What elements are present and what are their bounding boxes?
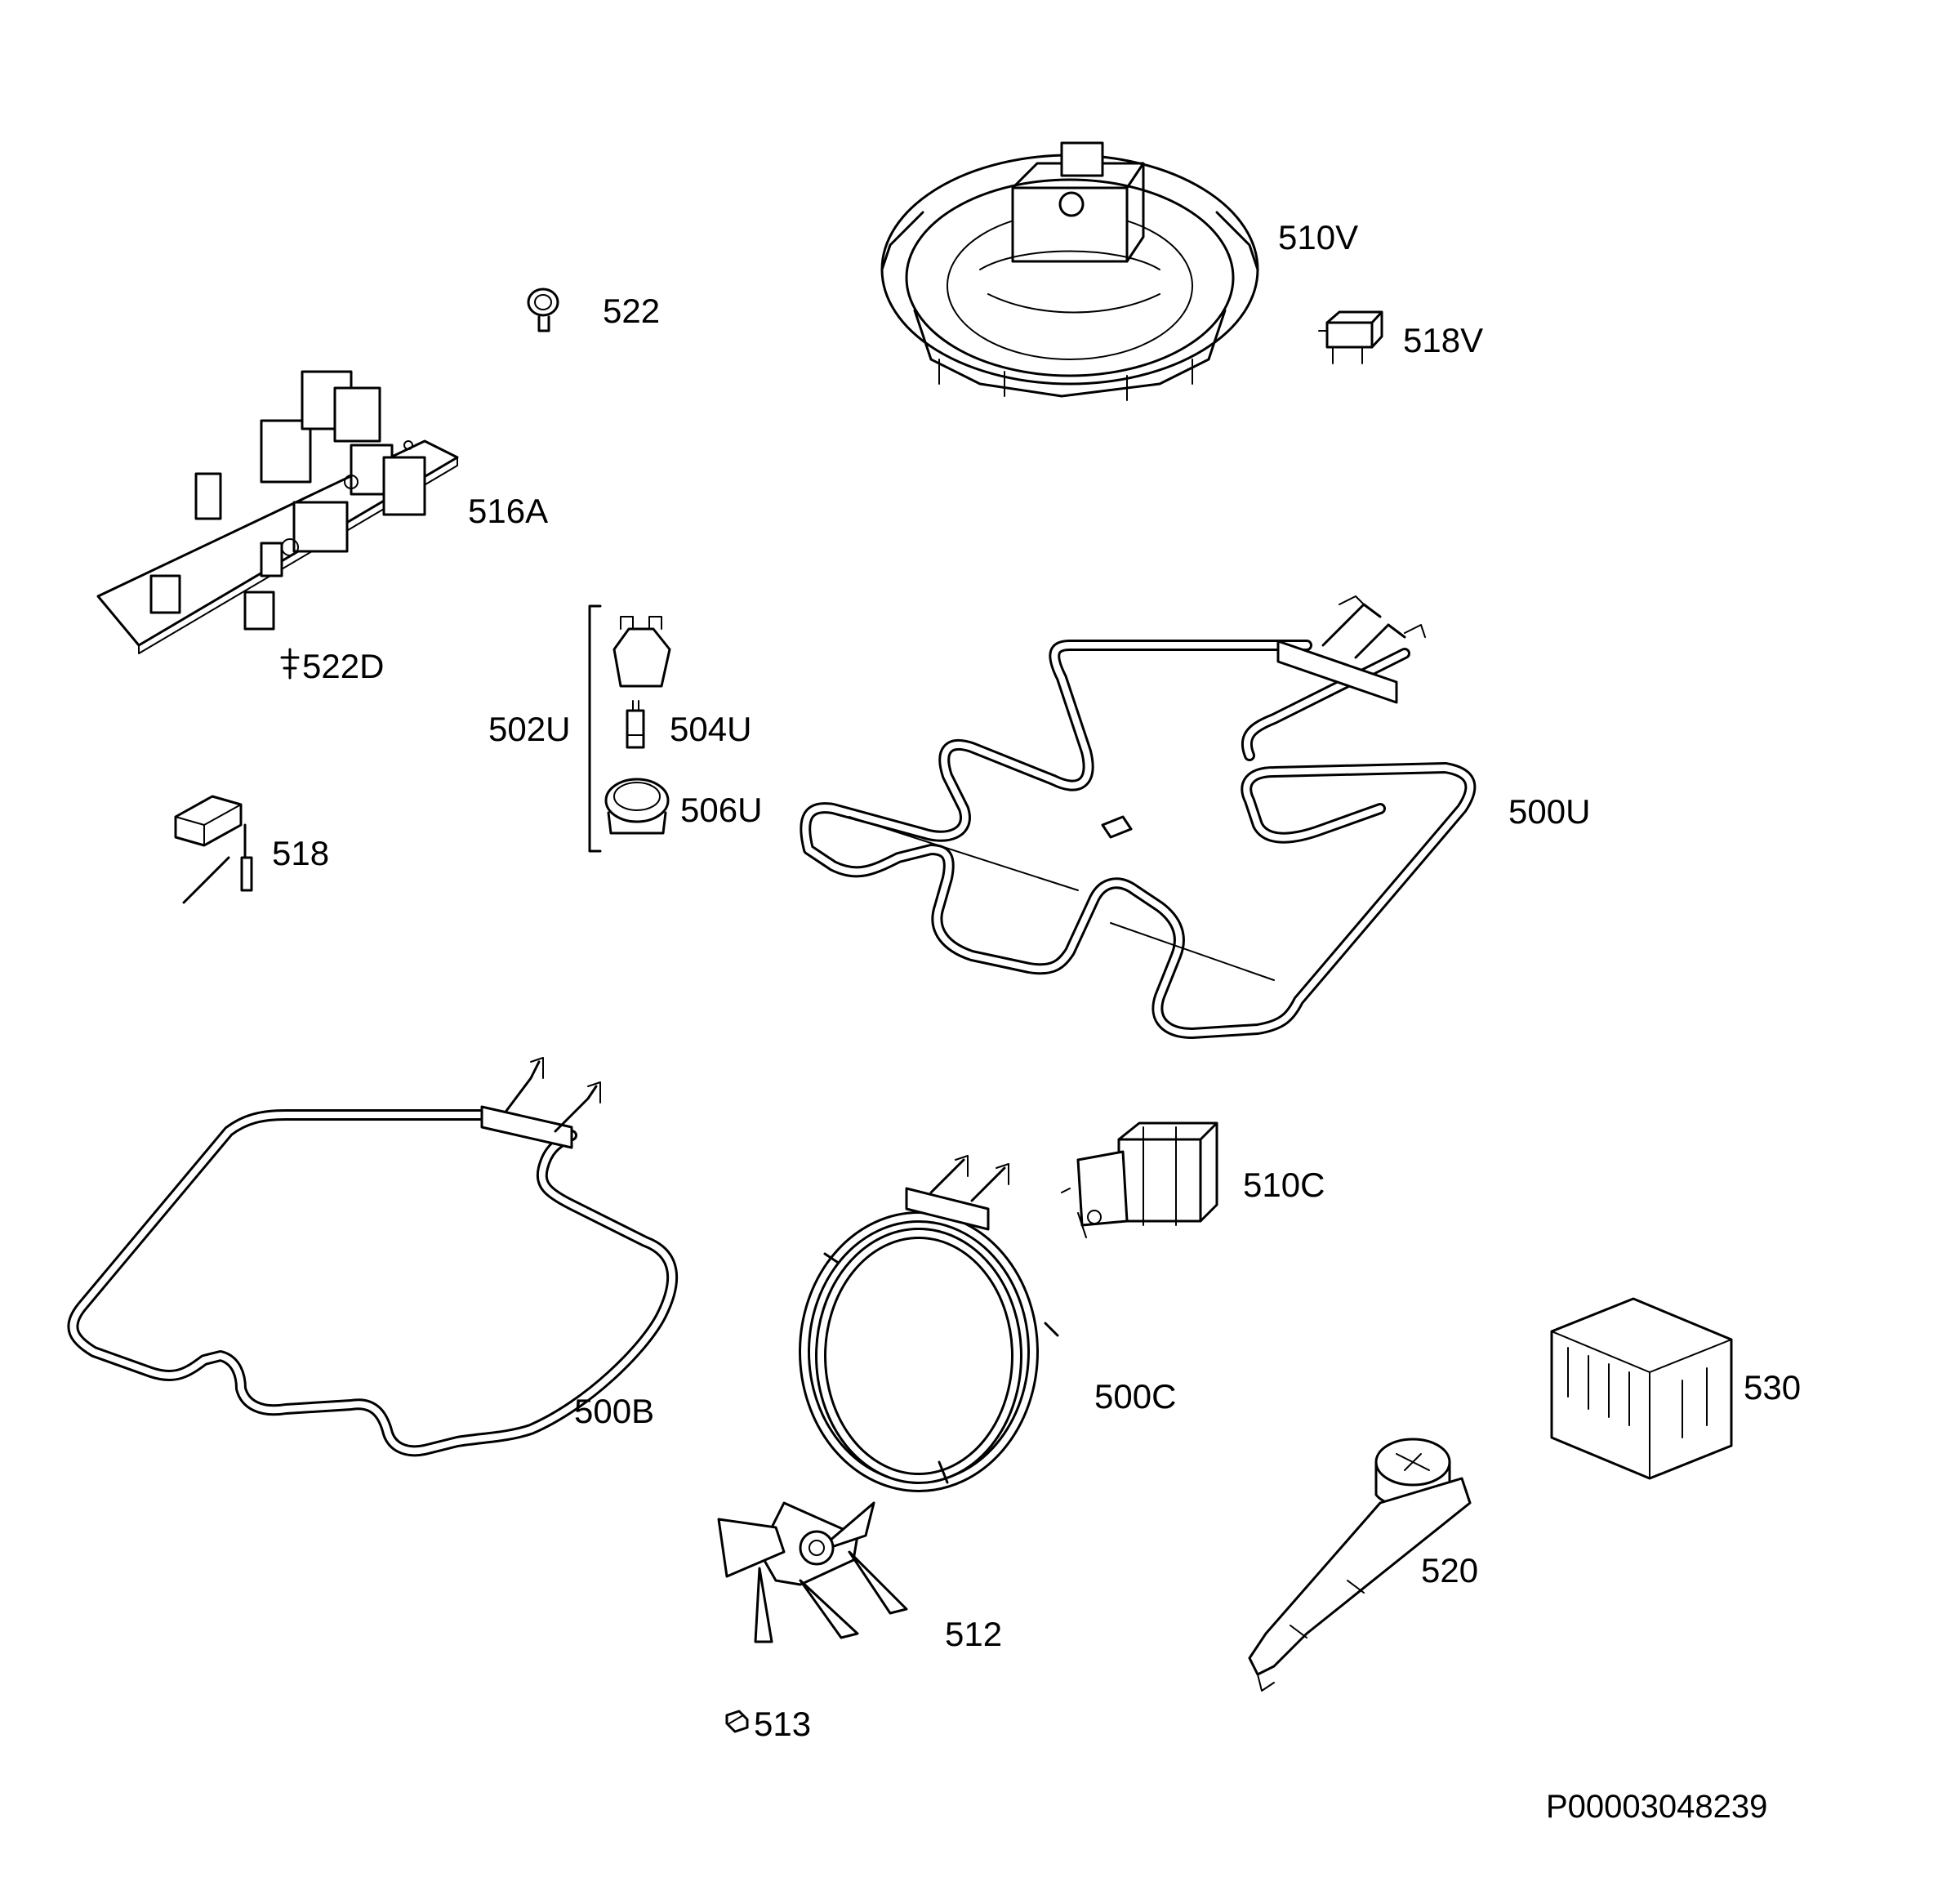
label-500C: 500C <box>1094 1377 1177 1416</box>
part-500C-circular-heating-element <box>799 1155 1059 1492</box>
label-520: 520 <box>1421 1551 1479 1589</box>
label-504U: 504U <box>670 710 752 748</box>
part-510C-motor <box>1061 1121 1218 1238</box>
label-512: 512 <box>945 1615 1003 1653</box>
part-520-timer-switch <box>1248 1438 1472 1692</box>
document-id: P00003048239 <box>1546 1789 1768 1825</box>
label-530: 530 <box>1744 1368 1802 1407</box>
label-522: 522 <box>603 292 661 330</box>
part-518V-thermostat <box>1318 310 1383 364</box>
part-513-nut <box>725 1710 749 1733</box>
part-506U-lamp-cover <box>604 778 670 835</box>
part-522-clip <box>527 288 559 332</box>
label-510V: 510V <box>1278 218 1359 256</box>
part-522D-small-connector <box>280 648 300 680</box>
label-502U: 502U <box>488 710 571 748</box>
part-500B-bottom-heating-element <box>67 1057 679 1457</box>
part-502U-bracket <box>588 604 602 853</box>
part-504U-bulb <box>626 700 645 749</box>
label-500B: 500B <box>574 1392 655 1430</box>
label-506U: 506U <box>680 791 763 829</box>
label-513: 513 <box>754 1705 812 1743</box>
part-500U-grill-heating-element <box>800 595 1477 1039</box>
part-516A-control-board <box>96 370 459 654</box>
part-518-safety-thermostat <box>174 795 253 904</box>
part-512-fan-blade <box>717 1501 908 1643</box>
label-518V: 518V <box>1403 321 1484 359</box>
label-500U: 500U <box>1508 792 1591 831</box>
label-522D: 522D <box>302 647 385 685</box>
part-504U-lamp-holder <box>612 616 671 688</box>
part-530-connector-block <box>1550 1297 1733 1480</box>
label-510C: 510C <box>1243 1166 1325 1204</box>
label-516A: 516A <box>468 492 549 530</box>
label-518: 518 <box>272 834 330 872</box>
part-510V-fan-motor-housing <box>880 141 1259 401</box>
